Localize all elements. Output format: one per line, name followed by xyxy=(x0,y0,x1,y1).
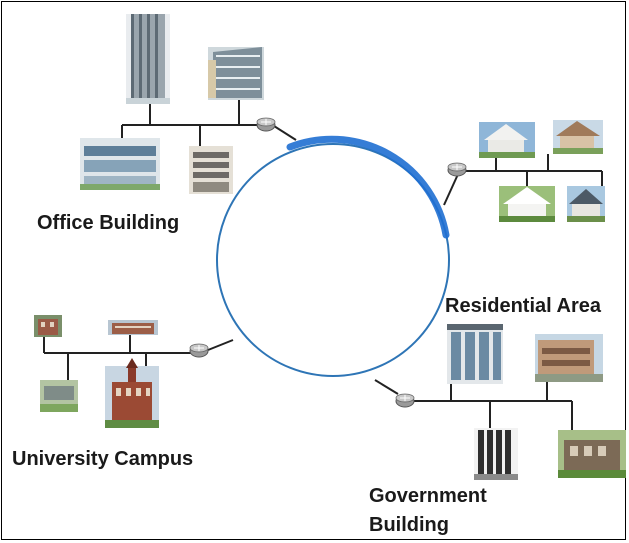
ring-network xyxy=(216,143,450,377)
government-label-line1: Government xyxy=(369,485,487,507)
university-cluster xyxy=(34,315,234,428)
office-building-icon xyxy=(189,146,233,194)
house-icon xyxy=(553,120,603,154)
router-icon xyxy=(256,117,276,132)
router-icon xyxy=(395,393,415,408)
router-icon xyxy=(189,343,209,358)
campus-building-icon xyxy=(105,358,159,428)
campus-building-icon xyxy=(108,320,158,335)
office-building-icon xyxy=(80,138,160,190)
office-cluster xyxy=(80,14,297,194)
government-building-label: Government Building xyxy=(369,482,487,540)
office-building-icon xyxy=(208,47,264,100)
router-icon xyxy=(447,162,467,177)
government-building-icon xyxy=(447,324,503,384)
campus-building-icon xyxy=(40,380,78,412)
office-building-label: Office Building xyxy=(37,212,180,234)
government-cluster xyxy=(374,324,626,480)
government-building-icon xyxy=(535,334,603,382)
residential-cluster xyxy=(443,120,605,222)
government-building-icon xyxy=(558,430,626,478)
office-building-icon xyxy=(126,14,170,104)
house-icon xyxy=(499,186,555,222)
ring-highlight-arc xyxy=(286,135,450,239)
house-icon xyxy=(479,122,535,158)
house-icon xyxy=(567,186,605,222)
government-label-line2: Building xyxy=(369,514,449,536)
university-campus-label: University Campus xyxy=(12,448,194,470)
government-building-icon xyxy=(474,428,518,480)
campus-building-icon xyxy=(34,315,62,337)
residential-area-label: Residential Area xyxy=(445,295,601,317)
